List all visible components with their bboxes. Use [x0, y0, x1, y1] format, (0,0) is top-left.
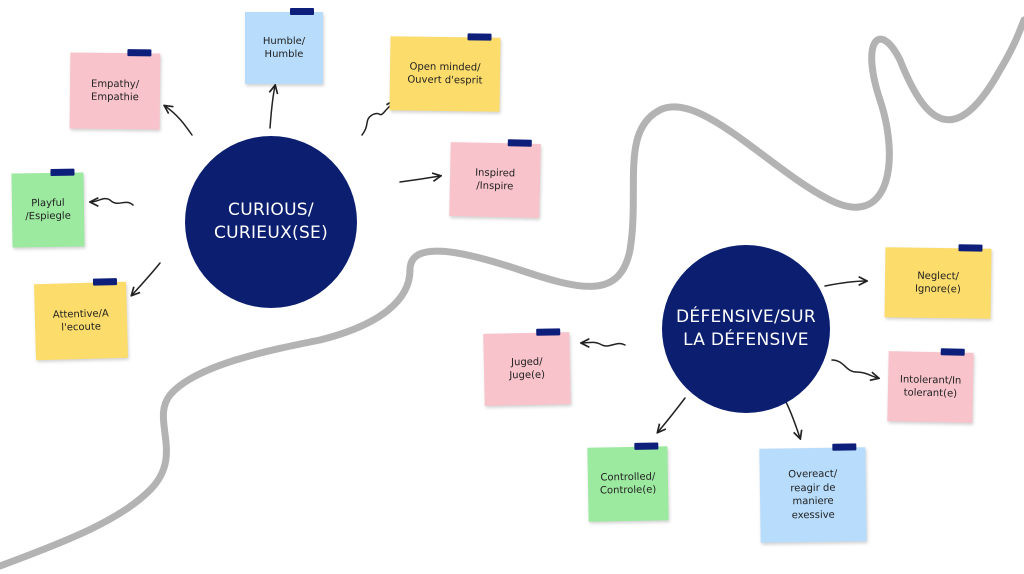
note-attentive: Attentive/A l'ecoute — [34, 278, 128, 361]
note-intolerant: Intolerant/In tolerant(e) — [887, 348, 974, 423]
arrow-to-judged — [582, 342, 626, 346]
note-humble: Humble/ Humble — [245, 8, 323, 84]
note-label: Playful /Espiegle — [25, 197, 71, 223]
tape — [832, 443, 857, 451]
arrow-to-playful — [91, 199, 134, 205]
note-inspired: Inspired /Inspire — [449, 139, 541, 218]
note-label: Controlled/ Controle(e) — [599, 471, 657, 497]
note-label: Neglect/ Ignore(e) — [914, 270, 961, 296]
arrow-to-overreact — [785, 401, 800, 438]
note-label: Overeact/ reagir de maniere exessive — [788, 468, 838, 521]
tape — [507, 139, 532, 147]
tape — [467, 33, 492, 41]
arrow-to-attentive — [132, 262, 161, 295]
note-label: Attentive/A l'ecoute — [52, 307, 109, 334]
note-label: Open minded/ Ouvert d'esprit — [407, 61, 483, 87]
note-empathy: Empathy/ Empathie — [69, 49, 161, 130]
tape — [50, 168, 75, 176]
tape — [290, 8, 314, 15]
arrow-to-inspired — [399, 176, 440, 183]
tape — [958, 244, 983, 252]
arrow-to-neglect — [824, 281, 866, 287]
note-judged: Juged/ Juge(e) — [483, 328, 571, 406]
arrow-to-controlled — [658, 397, 686, 432]
note-overreact: Overeact/ reagir de maniere exessive — [759, 443, 867, 543]
note-label: Empathy/ Empathie — [90, 78, 140, 104]
hub-defensive: DÉFENSIVE/SUR LA DÉFENSIVE — [662, 245, 830, 413]
note-playful: Playful /Espiegle — [11, 168, 85, 248]
note-label: Inspired /Inspire — [475, 167, 516, 193]
arrows — [91, 86, 878, 438]
note-label: Humble/ Humble — [262, 35, 306, 61]
note-label: Juged/ Juge(e) — [509, 356, 546, 382]
note-label: Intolerant/In tolerant(e) — [899, 373, 962, 400]
tape — [127, 49, 152, 57]
note-open-minded: Open minded/ Ouvert d'esprit — [389, 33, 501, 112]
tape — [634, 442, 659, 450]
tape — [940, 348, 965, 356]
tape — [92, 278, 118, 286]
note-neglect: Neglect/ Ignore(e) — [884, 244, 992, 319]
arrow-to-intolerant — [831, 359, 878, 378]
wavy-divider-path — [0, 16, 1024, 570]
hub-curious: CURIOUS/ CURIEUX(SE) — [185, 136, 357, 308]
arrow-to-empathy — [165, 106, 193, 136]
tape — [536, 328, 561, 336]
note-controlled: Controlled/ Controle(e) — [587, 442, 669, 522]
arrow-to-humble — [270, 86, 275, 129]
